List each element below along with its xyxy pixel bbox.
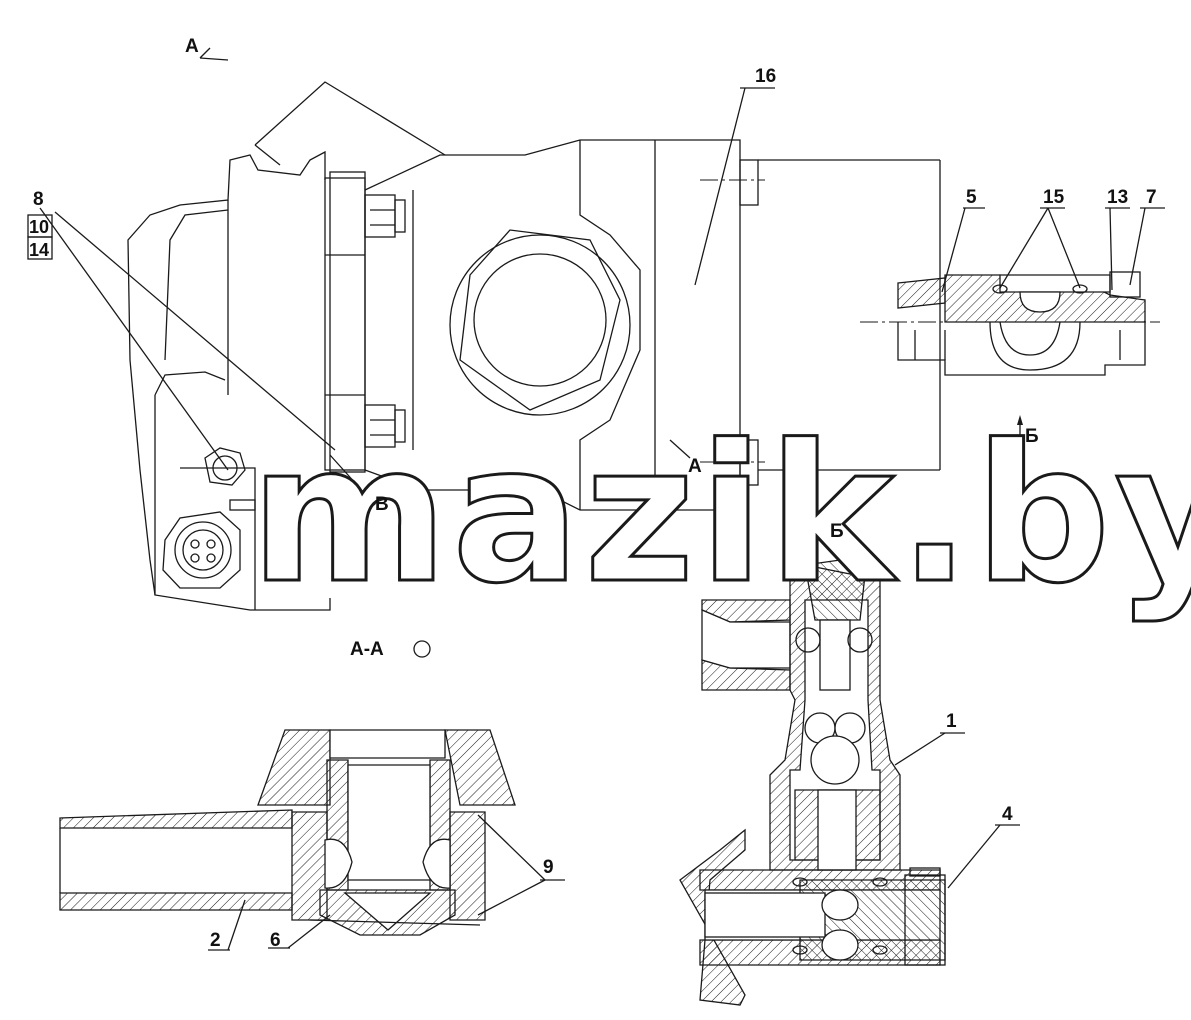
bolt-top — [364, 194, 406, 238]
section-mark-v: В — [375, 494, 389, 515]
callout-2: 2 — [210, 930, 221, 951]
section-aa — [59, 640, 565, 951]
callout-10: 10 — [29, 217, 49, 237]
callout-13: 13 — [1107, 187, 1128, 208]
watermark: mazik.by — [250, 404, 1191, 625]
section-mark-a-top: А — [185, 36, 199, 57]
callout-8: 8 — [33, 189, 44, 210]
callout-6: 6 — [270, 930, 281, 951]
callout-16: 16 — [755, 66, 776, 87]
section-title-aa: А-А — [350, 639, 384, 660]
section-mark-a-mid: А — [688, 456, 702, 477]
nut-8 — [204, 447, 246, 486]
callout-4: 4 — [1002, 804, 1013, 825]
hex-port-nut — [449, 229, 631, 416]
bolt-bottom — [364, 404, 406, 448]
detail-b-fitting — [860, 207, 1165, 445]
section-mark-b-right: Б — [1025, 426, 1039, 447]
callout-15: 15 — [1043, 187, 1065, 208]
callout-9: 9 — [543, 857, 554, 878]
callout-1: 1 — [946, 711, 957, 732]
valve-section — [679, 559, 1020, 1006]
electrical-connector — [162, 511, 241, 589]
view-mark-b: Б — [830, 521, 844, 542]
callout-5: 5 — [966, 187, 977, 208]
callout-7: 7 — [1146, 187, 1157, 208]
main-assembly-view — [27, 47, 941, 611]
callout-14: 14 — [29, 240, 49, 260]
